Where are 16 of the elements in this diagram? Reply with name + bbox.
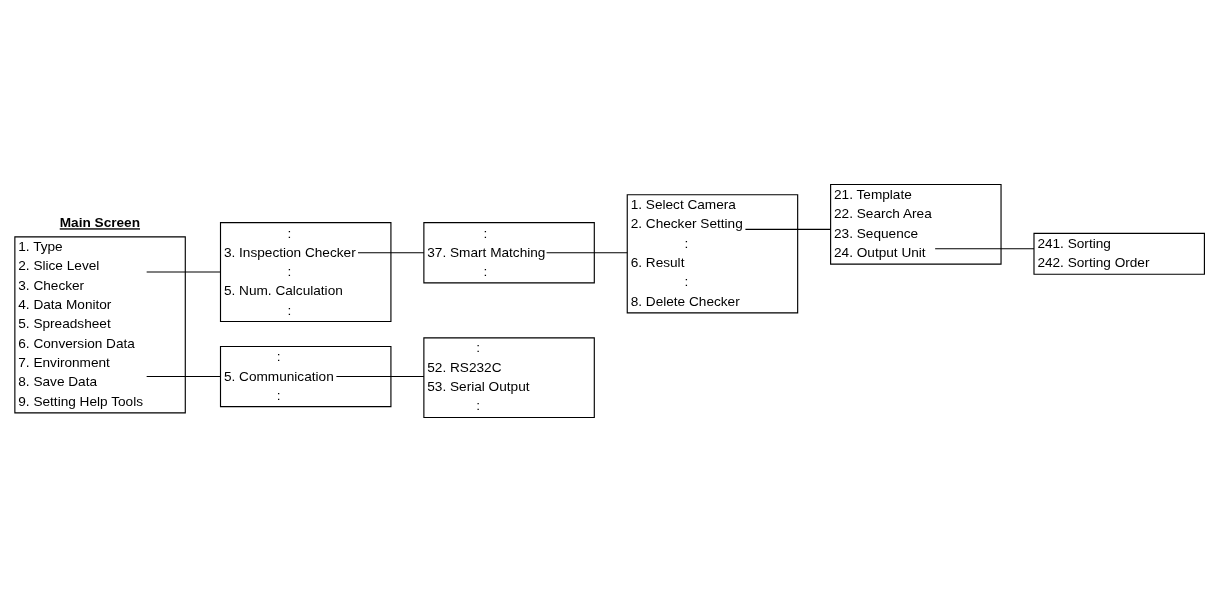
- node-box: 1. Select Camera 2. Checker Setting : 6. Result : 8. Delete Checker: [626, 193, 799, 313]
- connector: [546, 251, 628, 253]
- connector: [146, 270, 222, 273]
- connector: [146, 375, 222, 377]
- connector: [744, 228, 832, 230]
- connector: [934, 247, 1035, 249]
- connector: [357, 251, 425, 253]
- connector: [335, 375, 425, 377]
- node-box: : 37. Smart Matching :: [423, 221, 595, 283]
- node-box: 1. Type 2. Slice Level 3. Checker 4. Data Monitor 5. Spreadsheet 6. Conversion Data 7. Environment 8. Save Data 9. Setting Help Tools: [14, 235, 186, 413]
- node-box: : 5. Communication :: [219, 345, 392, 407]
- node-box: 241. Sorting 242. Sorting Order: [1033, 232, 1205, 275]
- node-box: 21. Template 22. Search Area 23. Sequence 24. Output Unit: [830, 183, 1002, 265]
- node-box: : 3. Inspection Checker : 5. Num. Calculation :: [219, 221, 392, 322]
- node-box: : 52. RS232C 53. Serial Output :: [423, 336, 595, 418]
- node-label: Main Screen: [59, 214, 141, 230]
